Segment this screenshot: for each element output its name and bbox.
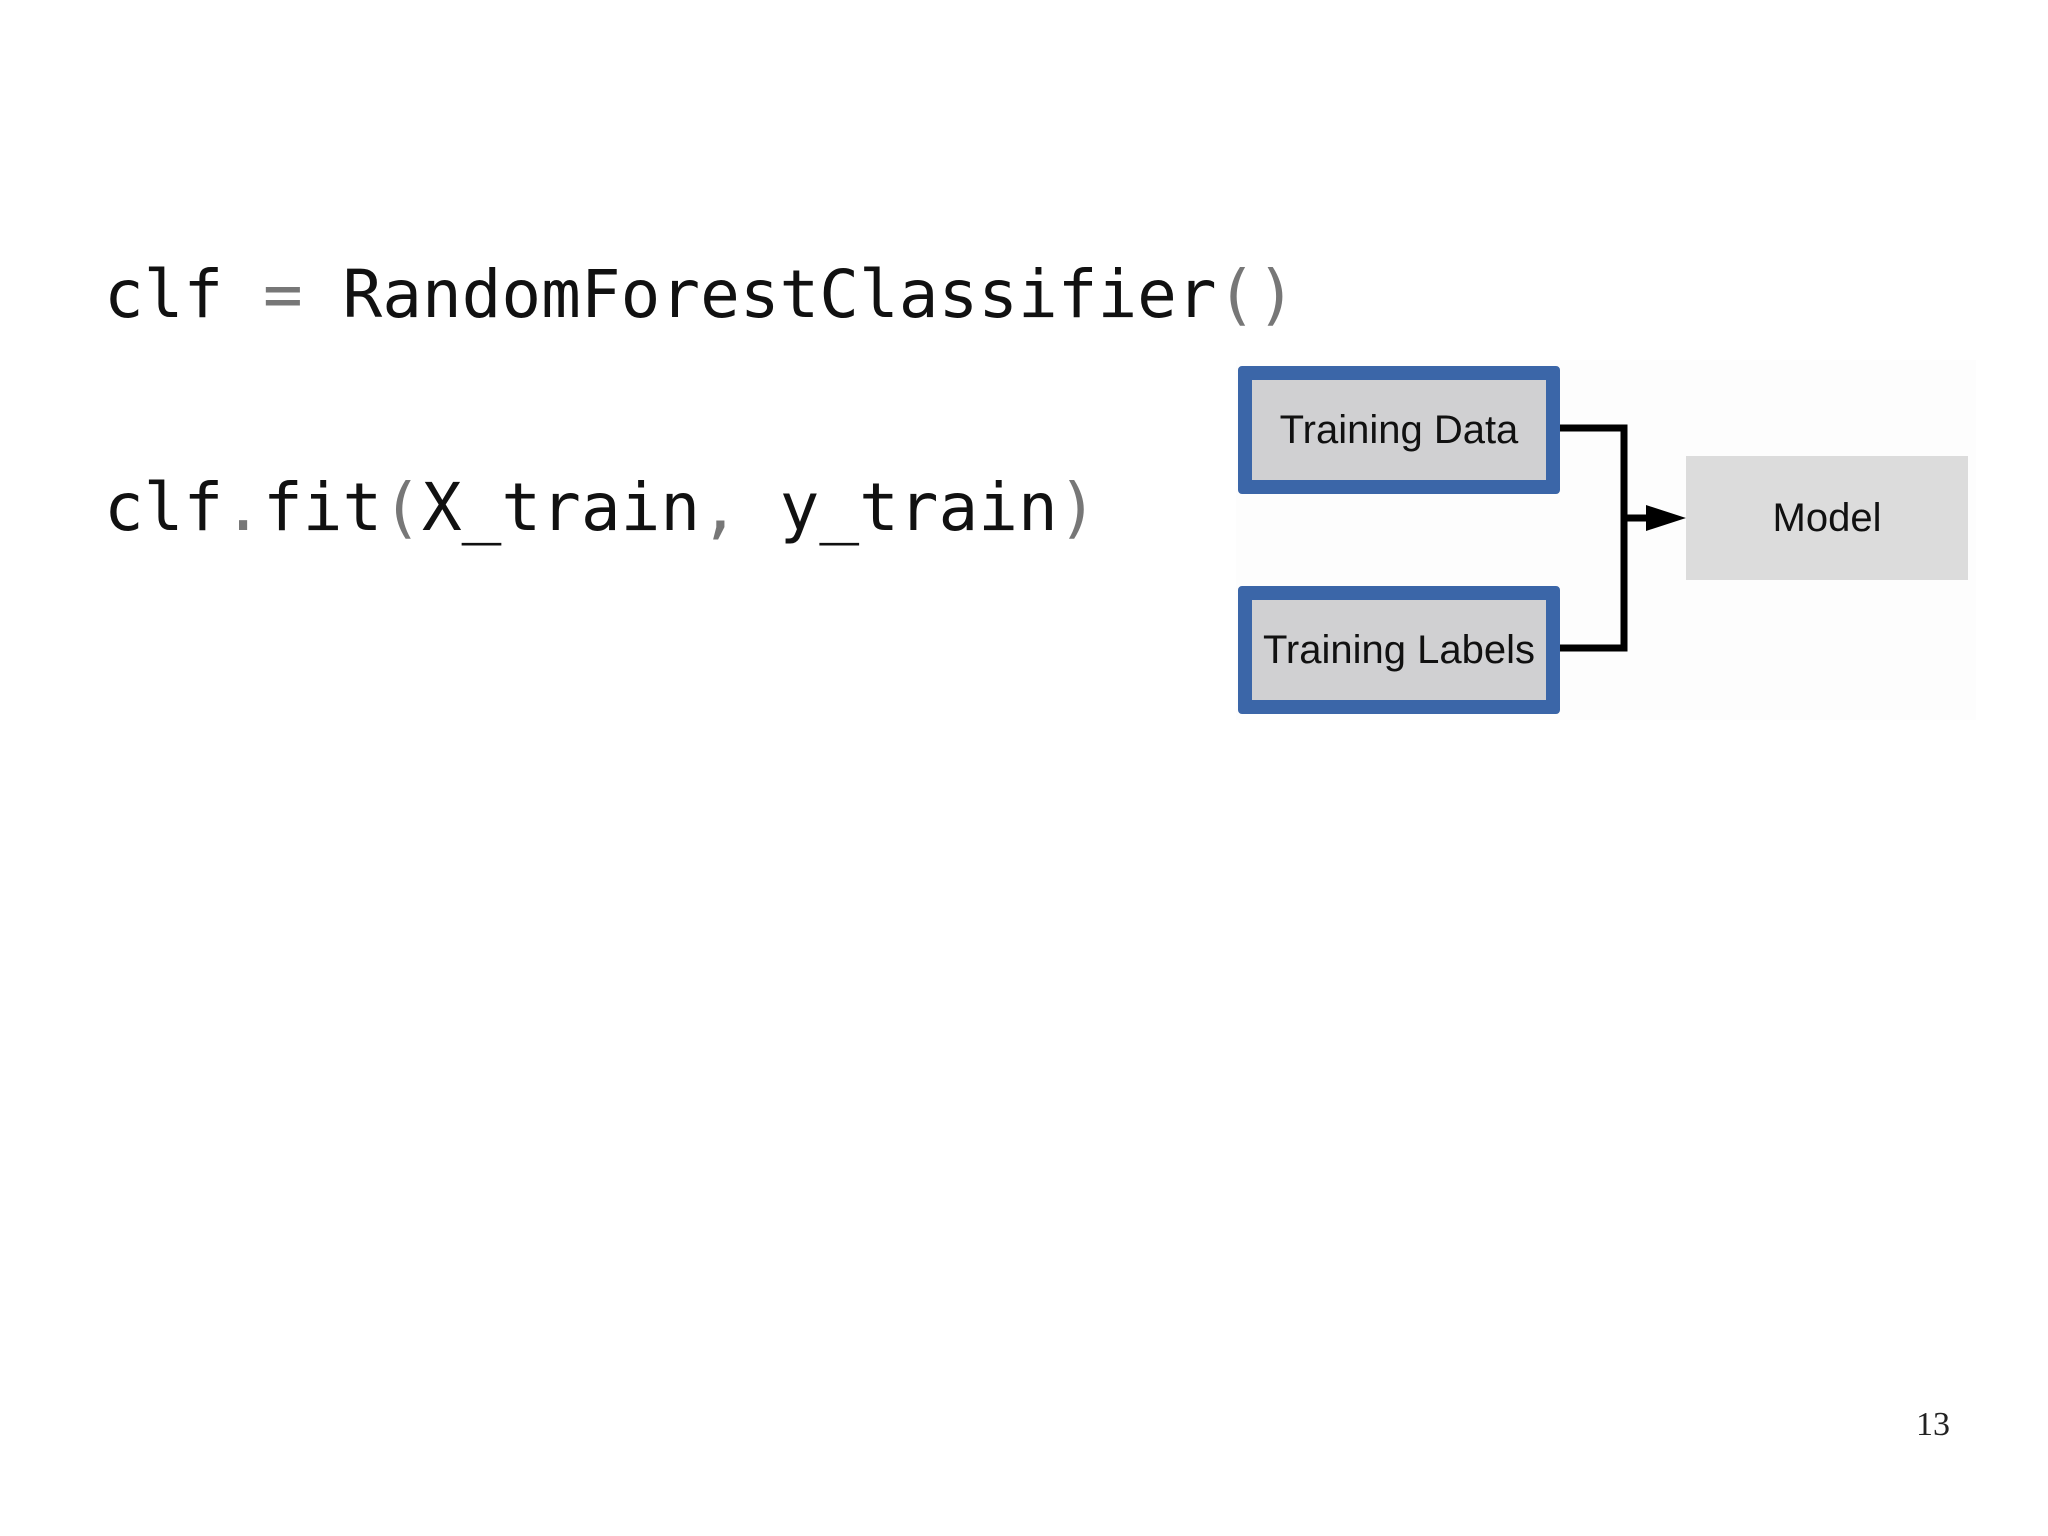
code-arg-x: X_train: [421, 469, 701, 546]
training-labels-box: Training Labels: [1238, 586, 1560, 714]
code-method: fit: [262, 469, 383, 546]
connector-arrows: [1552, 424, 1686, 652]
training-diagram: Training Data Training Labels Model: [1236, 360, 1976, 720]
arrow-head-icon: [1646, 505, 1686, 531]
code-comma: ,: [700, 469, 740, 546]
connector-bracket-line: [1552, 424, 1628, 652]
code-object: clf: [104, 469, 224, 546]
code-parens: (): [1216, 256, 1297, 333]
code-class-name: RandomForestClassifier: [342, 256, 1217, 333]
code-dot: .: [223, 469, 263, 546]
code-open-paren: (: [382, 469, 422, 546]
code-close-paren: ): [1057, 469, 1098, 546]
code-line-fit: clf.fit(X_train, y_train): [104, 475, 1098, 541]
code-var: clf: [104, 256, 224, 333]
code-line-classifier: clf = RandomForestClassifier(): [104, 262, 1296, 328]
training-data-box: Training Data: [1238, 366, 1560, 494]
code-arg-y: y_train: [779, 469, 1058, 546]
model-box: Model: [1686, 456, 1968, 580]
code-assign-op: =: [262, 256, 303, 333]
page-number: 13: [1916, 1406, 1950, 1443]
